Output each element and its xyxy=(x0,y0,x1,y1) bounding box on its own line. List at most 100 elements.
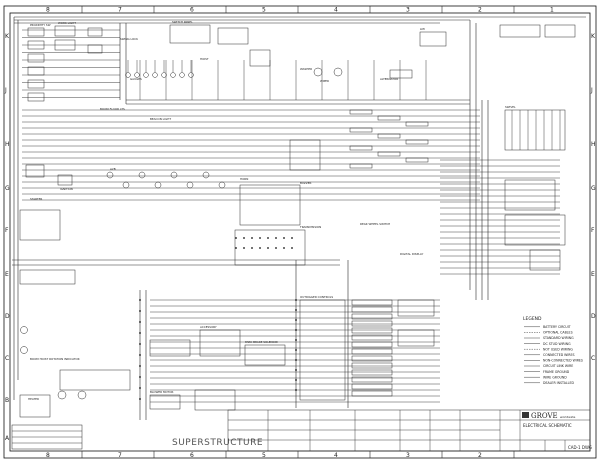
switch-symbol xyxy=(27,27,45,37)
component-name-label: ALTERNATOR xyxy=(380,77,398,81)
junction-dot xyxy=(243,237,245,239)
component-name-label: REAR WHEEL SWITCH xyxy=(360,222,390,226)
legend-item-label: FRAME GROUND xyxy=(543,370,570,374)
component-name-label: WIPER xyxy=(320,79,329,83)
terminal-strip xyxy=(351,306,393,313)
zone-labels-left: K J H G F E D C B A xyxy=(4,33,10,442)
component-name-label: BLOWER MOTOR xyxy=(150,390,173,394)
component-symbols xyxy=(19,24,576,418)
connector-block xyxy=(499,24,541,38)
switch-symbol xyxy=(27,40,45,50)
component-name-label: DIGITAL DISPLAY xyxy=(400,252,424,256)
connector-block xyxy=(349,109,373,115)
swivel-connector xyxy=(504,109,566,151)
brand-logo-icon xyxy=(522,412,529,418)
gauge-symbol xyxy=(143,72,149,78)
zone-label: 6 xyxy=(190,452,194,459)
switch-panel-box xyxy=(169,24,211,44)
zone-labels-bottom: 8 7 6 5 4 3 2 xyxy=(46,452,482,459)
lamp-symbol xyxy=(20,326,28,334)
zone-label: 7 xyxy=(118,452,122,459)
terminal-strip xyxy=(351,341,393,348)
junction-dot xyxy=(267,237,269,239)
component-name-label: PARK BRAKE SOLENOID xyxy=(245,340,278,344)
heater-symbol xyxy=(194,389,236,411)
switch-symbol xyxy=(27,79,45,89)
motor-symbol xyxy=(333,67,343,77)
relay-symbol xyxy=(149,339,191,357)
component-name-label: STARTER xyxy=(30,197,42,201)
junction-dot xyxy=(139,310,141,312)
gauge-symbol xyxy=(188,72,194,78)
lamp-symbol xyxy=(106,171,114,179)
zone-labels-right: K J H G F E D C xyxy=(590,33,596,362)
junction-dot xyxy=(259,247,261,249)
lamp-symbol xyxy=(20,346,28,354)
component-name-label: WORK LIGHT xyxy=(58,21,76,25)
junction-dot xyxy=(291,237,293,239)
zone-label: F xyxy=(5,227,9,234)
junction-dot xyxy=(295,329,297,331)
zone-label: G xyxy=(5,185,10,192)
zone-label: H xyxy=(5,141,10,148)
zone-label: C xyxy=(5,355,9,362)
junction-dot xyxy=(251,247,253,249)
junction-dot xyxy=(283,247,285,249)
component-name-label: BOOM FLOOD LTS xyxy=(100,107,125,111)
junction-dot xyxy=(283,237,285,239)
junction-dot xyxy=(139,343,141,345)
component-name-label: IGNITION xyxy=(60,187,73,191)
component-name-label: HORN xyxy=(240,177,248,181)
zone-label: 4 xyxy=(334,452,338,459)
notes-box xyxy=(11,424,83,450)
junction-dot xyxy=(295,359,297,361)
junction-dot xyxy=(251,237,253,239)
terminal-strip xyxy=(351,390,393,397)
blower-symbol xyxy=(149,394,181,410)
junction-dot xyxy=(139,321,141,323)
zone-label: K xyxy=(5,33,10,40)
connector-block xyxy=(419,31,447,47)
zone-label: 8 xyxy=(46,7,50,14)
switch-symbol xyxy=(27,92,45,102)
zone-label: J xyxy=(4,87,7,94)
outrigger-control-panel xyxy=(299,299,346,401)
junction-dot xyxy=(139,354,141,356)
terminal-strip xyxy=(351,320,393,327)
component-name-label: TRANSMISSION xyxy=(299,225,321,229)
legend-item-label: OPTIONAL CABLES xyxy=(543,331,573,335)
lamp-symbol xyxy=(138,171,146,179)
brand-subtitle: worldwide xyxy=(560,415,575,419)
junction-dot xyxy=(139,387,141,389)
switch-symbol xyxy=(27,53,45,63)
gauge-symbol xyxy=(125,72,131,78)
relay-symbol xyxy=(87,44,103,54)
junction-dot xyxy=(275,247,277,249)
legend-item-label: DEALER INSTALLED xyxy=(543,381,574,385)
junction-dot xyxy=(295,389,297,391)
zone-label: 1 xyxy=(550,7,554,14)
junction-dot xyxy=(295,319,297,321)
legend-item-label: BATTERY CIRCUIT xyxy=(543,325,571,329)
zone-label: C xyxy=(591,355,595,362)
component-name-label: WASHER xyxy=(300,67,312,71)
brand-name: GROVE xyxy=(531,412,558,420)
junction-dot xyxy=(235,247,237,249)
component-name-label: BOOM HOIST ROTATION INDICATOR xyxy=(30,357,80,361)
component-name-label: HOIST xyxy=(200,57,209,61)
relay-symbol xyxy=(249,49,271,67)
connector-block xyxy=(377,151,401,157)
zone-label: A xyxy=(5,435,10,442)
connector-block xyxy=(349,127,373,133)
zone-label: 5 xyxy=(262,452,266,459)
component-name-label: LMI xyxy=(420,27,425,31)
transmission-panel xyxy=(234,229,306,266)
lamp-symbol xyxy=(218,181,226,189)
connector-block xyxy=(397,329,435,347)
connector-block xyxy=(405,157,429,163)
relay-symbol xyxy=(244,344,286,366)
